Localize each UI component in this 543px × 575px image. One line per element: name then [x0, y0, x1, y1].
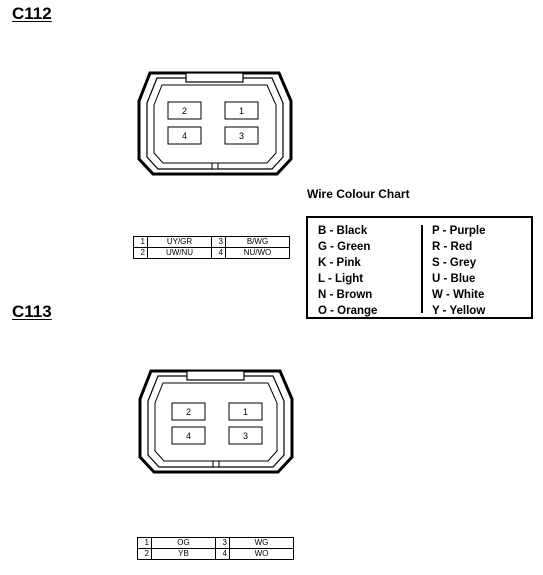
- connector-c113-diagram: 2 1 4 3: [138, 369, 294, 474]
- svg-text:3: 3: [239, 131, 244, 141]
- colour-entry: L - Light: [318, 273, 364, 285]
- pin-cell-3: 3: [224, 126, 259, 145]
- table-row: 1 OG 3 WG: [137, 537, 294, 549]
- svg-text:1: 1: [239, 106, 244, 116]
- chart-divider: [421, 225, 423, 313]
- pin-number: 2: [137, 548, 152, 560]
- pin-number: 3: [211, 236, 226, 248]
- wire-colour-chart-title: Wire Colour Chart: [307, 187, 410, 201]
- pin-cell-1: 1: [228, 402, 263, 421]
- wire-code: UY/GR: [147, 236, 212, 248]
- c113-pin-table: 1 OG 3 WG 2 YB 4 WO: [137, 537, 294, 560]
- table-row: 1 UY/GR 3 B/WG: [133, 236, 290, 248]
- colour-entry: S - Grey: [432, 257, 477, 269]
- svg-text:2: 2: [182, 106, 187, 116]
- colour-entry: G - Green: [318, 241, 371, 253]
- wire-code: UW/NU: [147, 247, 212, 259]
- svg-text:4: 4: [182, 131, 187, 141]
- pin-number: 2: [133, 247, 148, 259]
- svg-text:4: 4: [186, 431, 191, 441]
- c112-pin-table: 1 UY/GR 3 B/WG 2 UW/NU 4 NU/WO: [133, 236, 290, 259]
- pin-cell-1: 1: [224, 101, 259, 120]
- wire-code: NU/WO: [225, 247, 290, 259]
- pin-number: 4: [211, 247, 226, 259]
- pin-number: 4: [215, 548, 230, 560]
- table-row: 2 UW/NU 4 NU/WO: [133, 247, 290, 259]
- svg-text:3: 3: [243, 431, 248, 441]
- table-row: 2 YB 4 WO: [137, 548, 294, 560]
- wire-code: OG: [151, 537, 216, 549]
- colour-entry: N - Brown: [318, 289, 373, 301]
- colour-entry: K - Pink: [318, 257, 361, 269]
- colour-entry: R - Red: [432, 241, 473, 253]
- colour-list-left: B - Black G - Green K - Pink L - Light N…: [318, 223, 377, 319]
- svg-text:1: 1: [243, 407, 248, 417]
- wire-code: WO: [229, 548, 294, 560]
- wire-code: WG: [229, 537, 294, 549]
- svg-text:2: 2: [186, 407, 191, 417]
- colour-list-right: P - Purple R - Red S - Grey U - Blue W -…: [432, 223, 485, 319]
- pin-cell-2: 2: [171, 402, 206, 421]
- wire-code: B/WG: [225, 236, 290, 248]
- colour-entry: P - Purple: [432, 225, 486, 237]
- pin-cell-4: 4: [171, 426, 206, 445]
- pin-cell-4: 4: [167, 126, 202, 145]
- pin-cell-2: 2: [167, 101, 202, 120]
- wire-code: YB: [151, 548, 216, 560]
- colour-entry: W - White: [432, 289, 485, 301]
- colour-entry: U - Blue: [432, 273, 476, 285]
- colour-entry: O - Orange: [318, 305, 378, 317]
- pin-cell-3: 3: [228, 426, 263, 445]
- wire-colour-chart: B - Black G - Green K - Pink L - Light N…: [306, 216, 533, 319]
- pin-number: 3: [215, 537, 230, 549]
- colour-entry: B - Black: [318, 225, 368, 237]
- pin-number: 1: [137, 537, 152, 549]
- pin-number: 1: [133, 236, 148, 248]
- connector-c112-diagram: 2 1 4 3: [137, 71, 293, 176]
- connector-c113-title: C113: [12, 302, 52, 321]
- connector-c112-title: C112: [12, 4, 52, 23]
- colour-entry: Y - Yellow: [432, 305, 486, 317]
